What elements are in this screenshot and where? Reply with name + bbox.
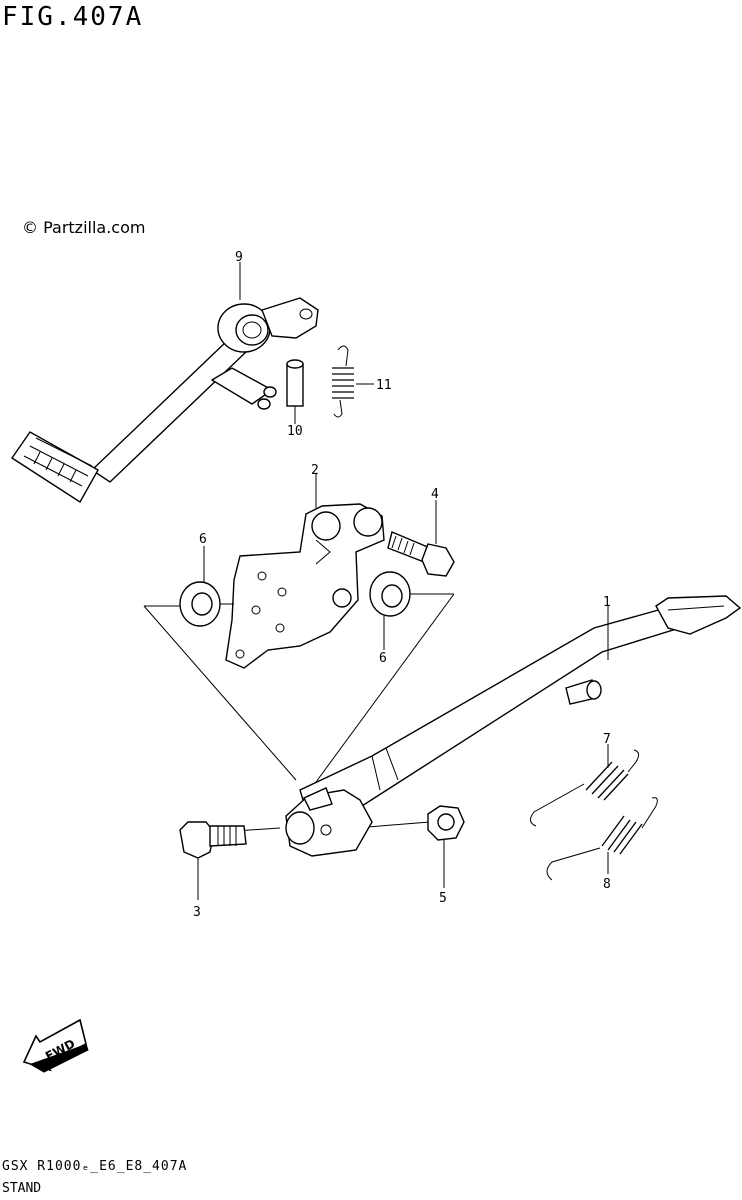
callout-11: 11 — [376, 378, 392, 393]
washer-part-6b[interactable] — [369, 571, 411, 617]
callout-7: 7 — [603, 732, 611, 747]
partzilla-watermark: © Partzilla.com — [22, 218, 146, 237]
washer-part-6a[interactable] — [179, 581, 221, 627]
footer-name: STAND — [2, 1181, 42, 1196]
spring-part-8[interactable] — [546, 797, 658, 881]
nut-part-5[interactable] — [427, 805, 465, 841]
callout-6a: 6 — [199, 532, 207, 547]
pivot-bolt-part-3[interactable] — [179, 821, 247, 859]
figure-title: FIG.407A — [2, 2, 144, 32]
spring-part-7[interactable] — [530, 749, 640, 827]
pedal-part-9[interactable] — [11, 297, 319, 503]
fwd-arrow-icon: FWD — [22, 1018, 89, 1073]
callout-10: 10 — [287, 424, 303, 439]
pin-part-10[interactable] — [286, 359, 304, 407]
callout-4: 4 — [431, 487, 439, 502]
bolt-part-4[interactable] — [387, 531, 455, 577]
callout-5: 5 — [439, 891, 447, 906]
callout-8: 8 — [603, 877, 611, 892]
callout-1: 1 — [603, 595, 611, 610]
callout-2: 2 — [311, 463, 319, 478]
footer-code: GSX R1000ₑ_E6_E8_407A — [2, 1159, 188, 1174]
callout-9: 9 — [235, 250, 243, 265]
side-stand-part-1[interactable] — [285, 595, 742, 857]
spring-part-11[interactable] — [332, 345, 354, 418]
bracket-part-2[interactable] — [225, 503, 385, 669]
callout-6b: 6 — [379, 651, 387, 666]
assembly-guide-lines — [143, 593, 455, 833]
callout-3: 3 — [193, 905, 201, 920]
